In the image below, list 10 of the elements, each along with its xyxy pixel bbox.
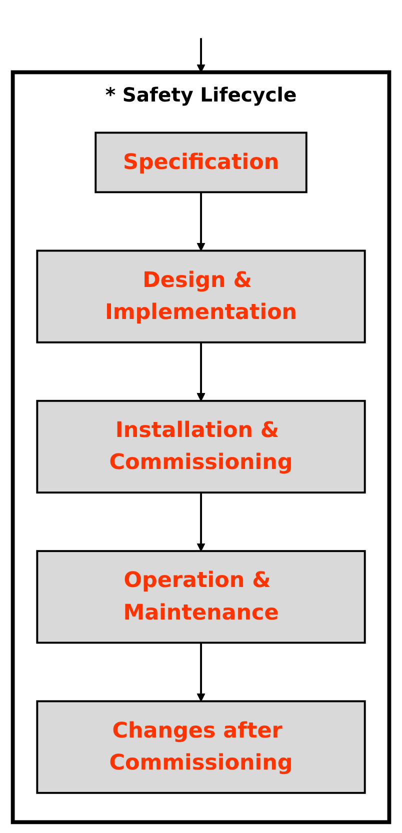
arrow (196, 192, 206, 252)
arrow (196, 642, 206, 702)
node-box: Design & Implementation (36, 250, 366, 344)
arrow (196, 342, 206, 402)
node-box: Operation & Maintenance (36, 550, 366, 644)
arrow (196, 492, 206, 552)
node-box: Specification (94, 132, 308, 194)
arrow (196, 38, 206, 73)
node-box: Changes after Commissioning (36, 700, 366, 794)
node-box: Installation & Commissioning (36, 400, 366, 494)
